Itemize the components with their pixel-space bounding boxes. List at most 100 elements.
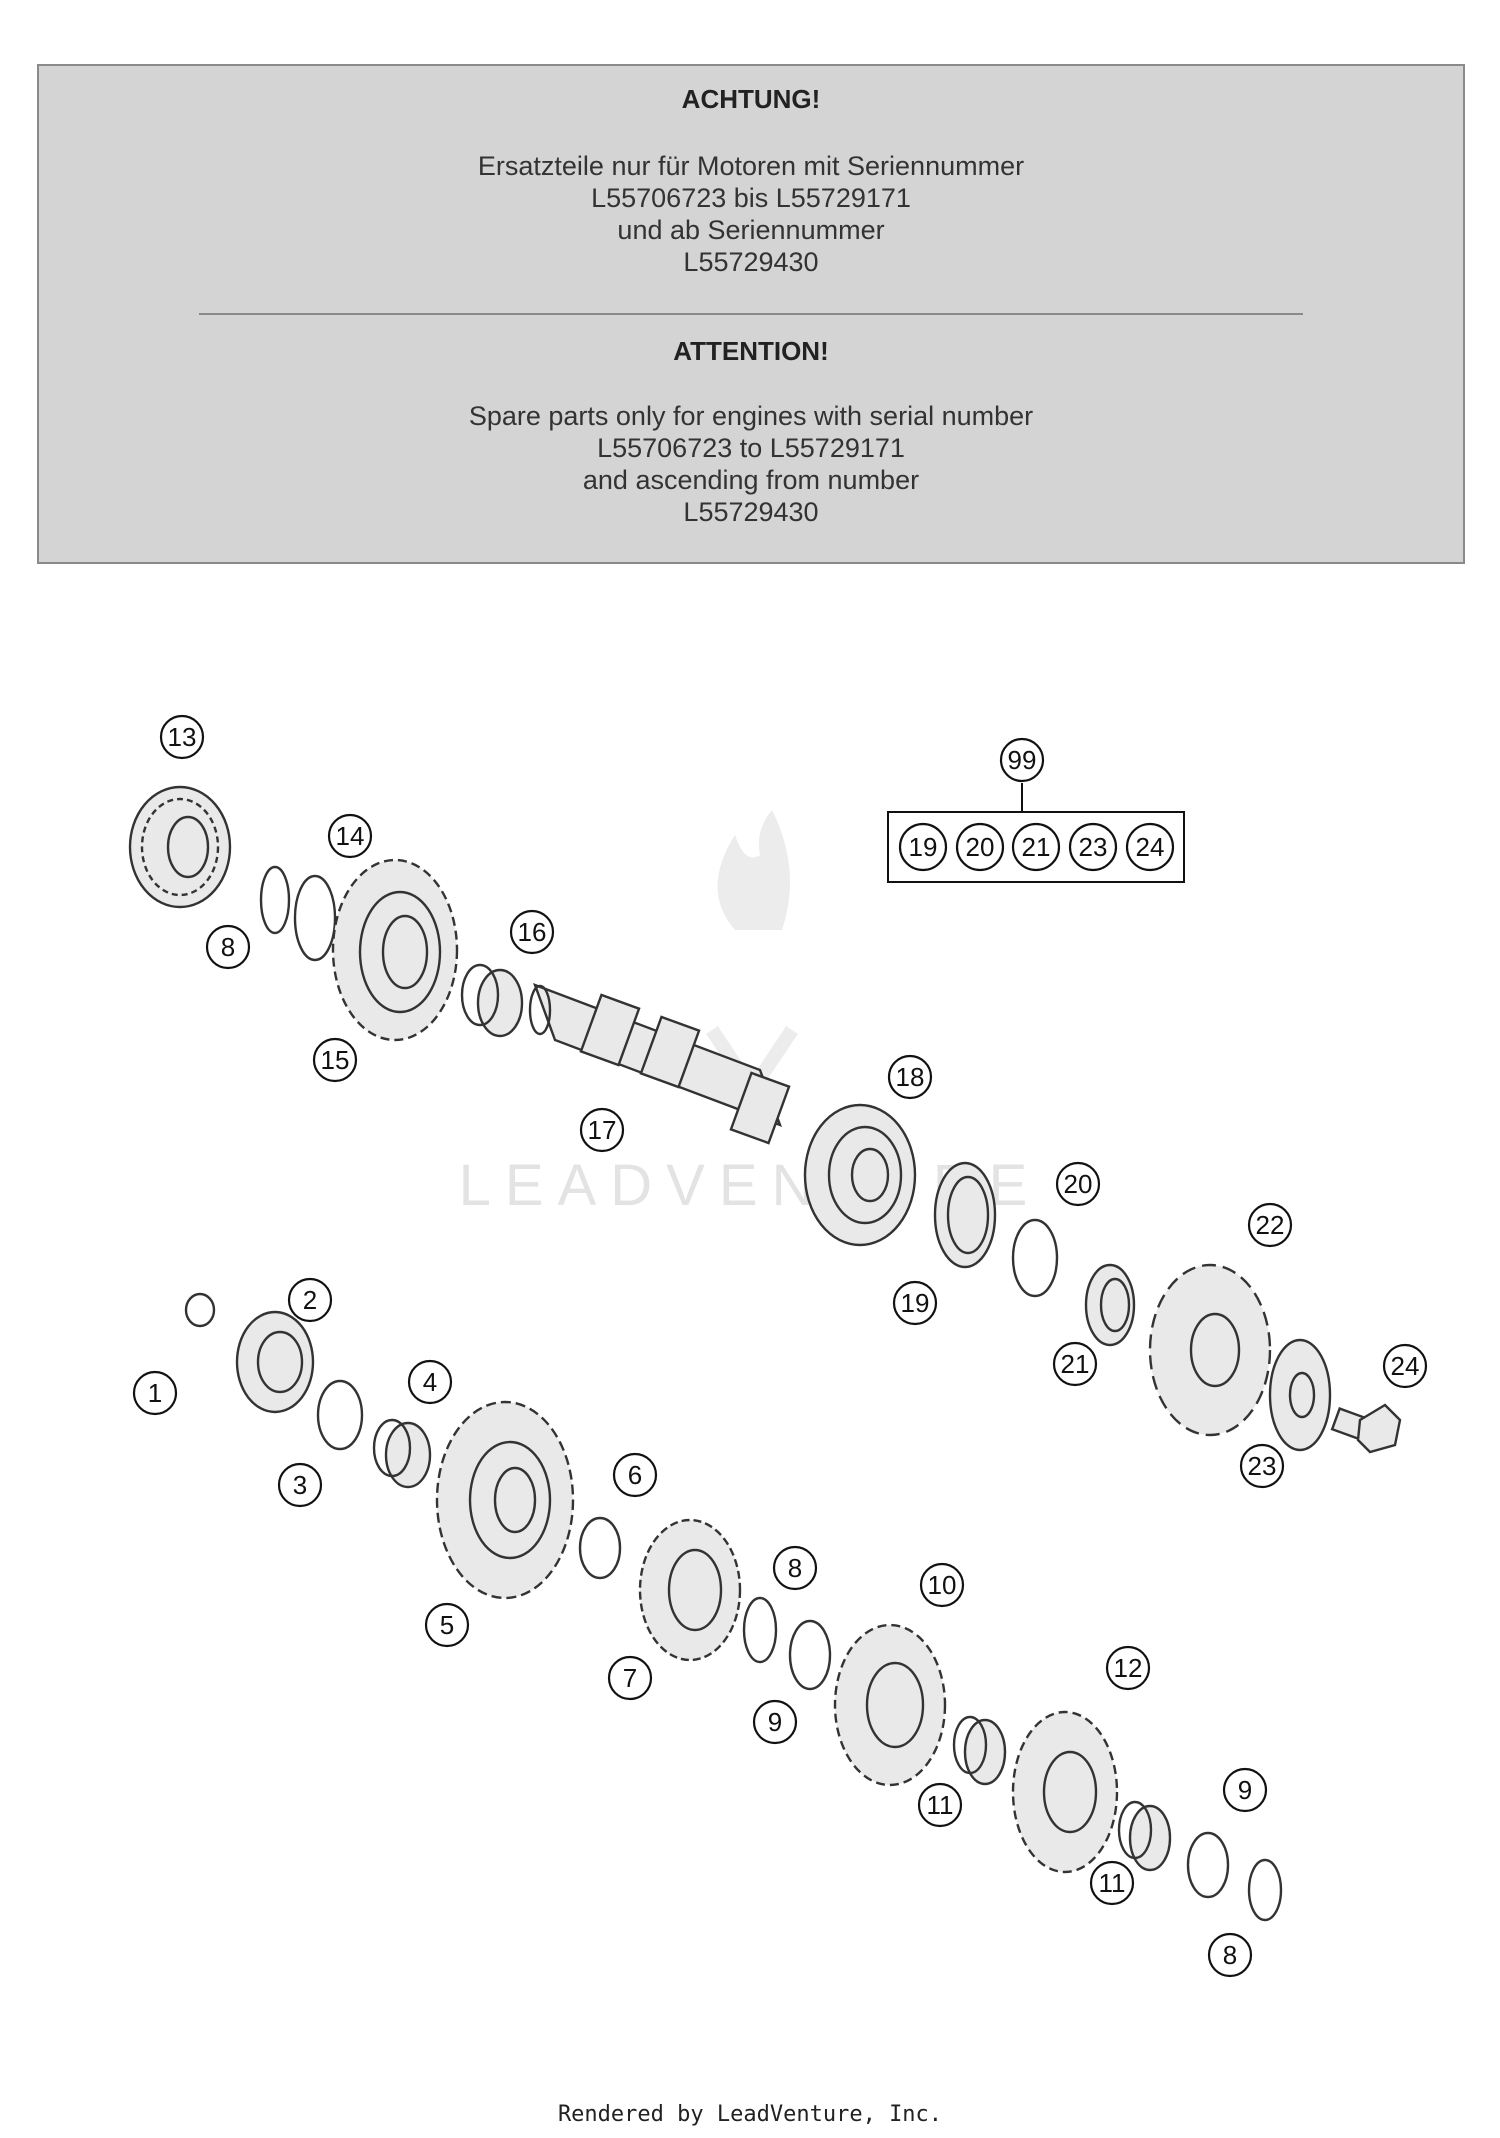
watermark: LEADVENTURE xyxy=(459,810,1027,1218)
kit-item-number: 24 xyxy=(1136,832,1165,862)
callout-circle xyxy=(917,1782,963,1828)
callout-11: 11 xyxy=(917,1782,963,1828)
callout-number: 22 xyxy=(1256,1210,1285,1240)
notice-line-de: L55706723 bis L55729171 xyxy=(591,183,911,213)
part-3-washer xyxy=(316,1379,364,1451)
callout-number: 9 xyxy=(768,1707,782,1737)
callout-20: 20 xyxy=(1055,1161,1101,1207)
notice-separator xyxy=(199,313,1303,315)
part-20-o-ring xyxy=(1011,1218,1059,1298)
callout-circle xyxy=(205,924,251,970)
callout-23: 23 xyxy=(1239,1443,1285,1489)
kit-item-number: 23 xyxy=(1079,832,1108,862)
callout-14: 14 xyxy=(327,813,373,859)
part-10-gear xyxy=(833,1623,947,1787)
callout-circle xyxy=(579,1107,625,1153)
callout-17: 17 xyxy=(579,1107,625,1153)
callout-number: 23 xyxy=(1248,1451,1277,1481)
callout-number: 1 xyxy=(148,1378,162,1408)
kit-item-number: 21 xyxy=(1022,832,1051,862)
callout-number: 9 xyxy=(1238,1775,1252,1805)
callout-circle xyxy=(1011,822,1061,872)
part-8-circlip xyxy=(742,1596,778,1664)
callout-circle xyxy=(752,1699,798,1745)
part-4-bushing xyxy=(372,1418,432,1489)
part-8-circlip xyxy=(259,865,291,935)
callout-circle xyxy=(1207,1932,1253,1978)
callout-number: 14 xyxy=(336,821,365,851)
callout-circle xyxy=(327,813,373,859)
kit-item-number: 20 xyxy=(966,832,995,862)
callout-number: 6 xyxy=(628,1460,642,1490)
callout-number: 11 xyxy=(927,1790,954,1820)
callout-24: 24 xyxy=(1382,1343,1428,1389)
part-15-gear xyxy=(331,858,459,1042)
callout-circle xyxy=(1247,1202,1293,1248)
kit-item-23: 23 xyxy=(1068,822,1118,872)
part-6-washer xyxy=(578,1516,622,1580)
callout-13: 13 xyxy=(159,714,205,760)
callout-8: 8 xyxy=(1207,1932,1253,1978)
kit-item-20: 20 xyxy=(955,822,1005,872)
kit-item-24: 24 xyxy=(1125,822,1175,872)
callout-labels: 1234567888991011111213141516171819202122… xyxy=(132,714,1428,1978)
attention-notice-box: ACHTUNG! Ersatzteile nur für Motoren mit… xyxy=(37,64,1465,564)
callout-circle xyxy=(892,1280,938,1326)
notice-line-de: L55729430 xyxy=(683,247,819,277)
callout-circle xyxy=(607,1655,653,1701)
callout-12: 12 xyxy=(1105,1645,1151,1691)
callout-10: 10 xyxy=(919,1562,965,1608)
callout-1: 1 xyxy=(132,1370,178,1416)
callout-2: 2 xyxy=(287,1277,333,1323)
part-11-bushing xyxy=(952,1715,1007,1786)
callout-circle xyxy=(1239,1443,1285,1489)
notice-line-de: Ersatzteile nur für Motoren mit Seriennu… xyxy=(477,151,1025,181)
part-23-washer xyxy=(1268,1338,1332,1452)
part-13-gear xyxy=(128,785,232,909)
callout-circle xyxy=(1105,1645,1151,1691)
notice-line-en: Spare parts only for engines with serial… xyxy=(468,401,1034,431)
part-5-gear xyxy=(435,1400,575,1600)
callout-16: 16 xyxy=(509,909,555,955)
callout-circle xyxy=(509,909,555,955)
callout-6: 6 xyxy=(612,1452,658,1498)
callout-number: 15 xyxy=(321,1045,350,1075)
kit-item-19: 19 xyxy=(898,822,948,872)
callout-circle xyxy=(1068,822,1118,872)
part-1-circlip xyxy=(184,1292,216,1328)
part-22-sprocket xyxy=(1148,1263,1272,1437)
callout-number: 16 xyxy=(518,917,547,947)
callout-99: 99 xyxy=(999,737,1045,783)
lower-shaft-parts xyxy=(184,1292,1283,1922)
notice-heading-de: ACHTUNG! xyxy=(681,84,821,114)
callout-number: 18 xyxy=(896,1062,925,1092)
part-12-gear xyxy=(1011,1710,1119,1874)
callout-circle xyxy=(1222,1767,1268,1813)
part-9-washer xyxy=(1186,1831,1230,1899)
callout-19: 19 xyxy=(892,1280,938,1326)
callout-circle xyxy=(132,1370,178,1416)
callout-22: 22 xyxy=(1247,1202,1293,1248)
part-7-gear xyxy=(638,1518,742,1662)
callout-circle xyxy=(1382,1343,1428,1389)
part-19-seal xyxy=(933,1161,997,1269)
callout-circle xyxy=(898,822,948,872)
part-14-washer xyxy=(293,874,337,962)
part-21-spacer xyxy=(1084,1263,1136,1347)
callout-21: 21 xyxy=(1052,1341,1098,1387)
notice-body-de: Ersatzteile nur für Motoren mit Seriennu… xyxy=(39,150,1463,278)
callout-number: 5 xyxy=(440,1610,454,1640)
callout-circle xyxy=(277,1462,323,1508)
upper-shaft-parts xyxy=(128,785,1402,1454)
notice-body-en: Spare parts only for engines with serial… xyxy=(39,400,1463,528)
callout-circle xyxy=(1055,1161,1101,1207)
callout-circle xyxy=(312,1037,358,1083)
callout-circle xyxy=(919,1562,965,1608)
callout-3: 3 xyxy=(277,1462,323,1508)
callout-number: 10 xyxy=(928,1570,957,1600)
callout-number: 8 xyxy=(221,932,235,962)
callout-number: 8 xyxy=(788,1553,802,1583)
callout-number: 13 xyxy=(168,722,197,752)
callout-number: 17 xyxy=(588,1115,617,1145)
